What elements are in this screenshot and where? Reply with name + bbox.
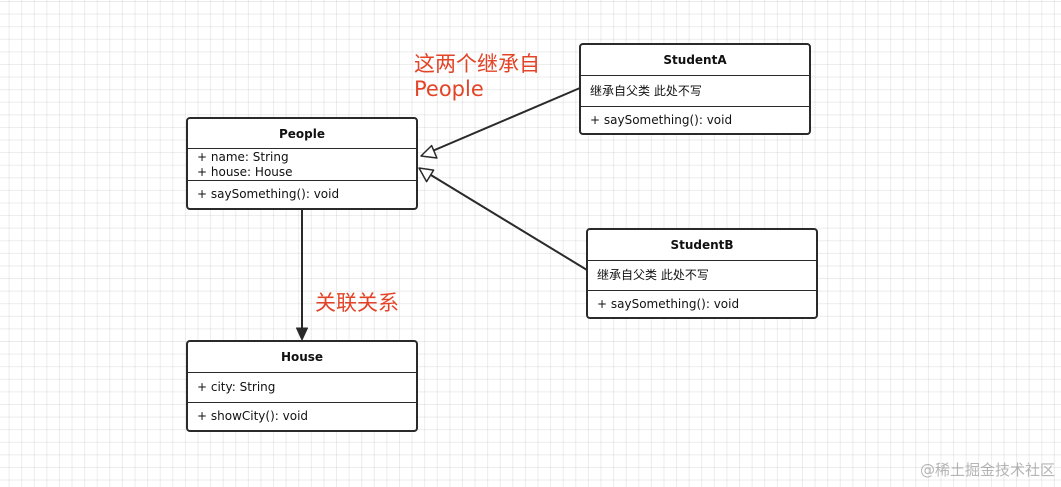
class-studentA-name: StudentA (581, 45, 809, 76)
class-studentB-name: StudentB (588, 230, 816, 261)
attribute-inherited-note: 继承自父类 此处不写 (597, 268, 709, 282)
attribute-inherited-note: 继承自父类 此处不写 (590, 84, 702, 98)
inheritance-annotation-line2: People (414, 77, 484, 101)
studentA-inheritance-arrowhead (420, 144, 438, 159)
class-studentB-methods: + saySomething(): void (588, 291, 816, 317)
method-saysomething: + saySomething(): void (597, 297, 740, 311)
association-annotation: 关联关系 (315, 291, 399, 315)
class-house-methods: + showCity(): void (188, 403, 416, 430)
class-studentA-methods: + saySomething(): void (581, 107, 809, 133)
class-people-attributes: + name: String + house: House (188, 149, 416, 181)
studentB-inheritance-arrowhead (418, 167, 435, 183)
class-people-methods: + saySomething(): void (188, 181, 416, 208)
class-people-name: People (188, 119, 416, 149)
class-studentA-attributes: 继承自父类 此处不写 (581, 76, 809, 107)
method-saysomething: + saySomething(): void (590, 113, 733, 127)
studentB-inherits-people-line (420, 168, 588, 271)
class-house-attributes: + city: String (188, 373, 416, 403)
inheritance-annotation-line1: 这两个继承自 (414, 52, 540, 76)
inheritance-annotation: 这两个继承自 People (414, 52, 540, 102)
association-arrowhead (296, 327, 308, 341)
method-showcity: + showCity(): void (197, 409, 309, 423)
class-house-name: House (188, 342, 416, 373)
watermark: @稀土掘金技术社区 (919, 461, 1055, 479)
method-saysomething: + saySomething(): void (197, 187, 340, 201)
class-studentB[interactable]: StudentB 继承自父类 此处不写 + saySomething(): vo… (586, 228, 818, 319)
attribute-house: + house: House (197, 165, 293, 179)
attribute-city: + city: String (197, 380, 276, 394)
class-people[interactable]: People + name: String + house: House + s… (186, 117, 418, 210)
class-studentA[interactable]: StudentA 继承自父类 此处不写 + saySomething(): vo… (579, 43, 811, 135)
studentA-inherits-people-line (422, 87, 581, 156)
attribute-name: + name: String (197, 150, 289, 164)
class-studentB-attributes: 继承自父类 此处不写 (588, 261, 816, 291)
class-house[interactable]: House + city: String + showCity(): void (186, 340, 418, 432)
